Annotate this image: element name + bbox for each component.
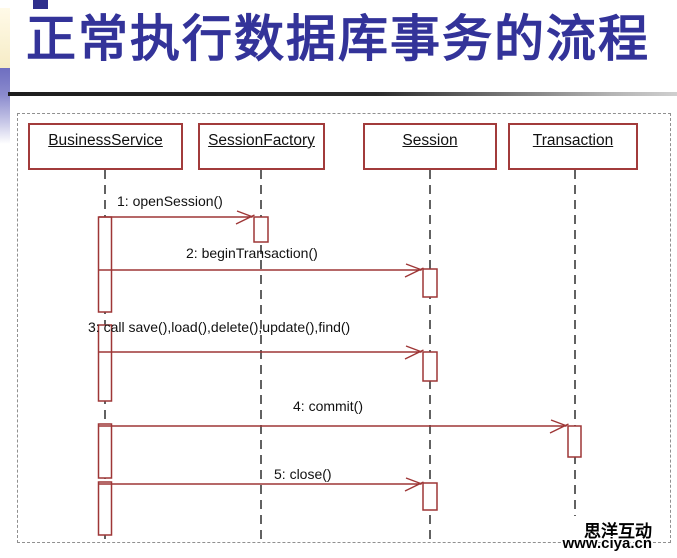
corner-accent-rect [33, 0, 48, 9]
watermark-url: www.ciya.cn [562, 535, 652, 552]
message-label-commit: 4: commit() [293, 398, 363, 414]
activation-session-1 [422, 268, 438, 298]
activation-sessionfactory [253, 216, 269, 243]
left-accent-bar-cream [0, 8, 10, 68]
arrow-commit [99, 419, 569, 434]
arrow-beginTransaction [98, 263, 424, 278]
activation-businessservice-4 [97, 481, 113, 536]
arrow-openSession [99, 210, 255, 225]
activation-session-2 [422, 351, 438, 382]
message-label-beginTransaction: 2: beginTransaction() [186, 245, 318, 261]
activation-businessservice-1 [97, 216, 113, 313]
arrow-close [98, 477, 424, 492]
message-label-close: 5: close() [274, 466, 332, 482]
lifeline-header-sessionfactory: SessionFactory [198, 123, 325, 170]
lifeline-header-transaction: Transaction [508, 123, 638, 170]
lifeline-header-businessservice: BusinessService [28, 123, 183, 170]
left-accent-bar-blue [0, 68, 10, 144]
lifeline-label: BusinessService [48, 132, 163, 149]
lifeline-label: Session [402, 132, 458, 149]
lifeline-label: SessionFactory [208, 132, 315, 149]
activation-transaction [567, 425, 582, 458]
activation-session-3 [422, 482, 438, 511]
message-label-callMethods: 3: call save(),load(),delete(),update(),… [88, 319, 351, 335]
lifeline-header-session: Session [363, 123, 497, 170]
sequence-diagram-frame [17, 113, 671, 543]
arrow-callMethods [99, 345, 424, 360]
title-divider [8, 92, 677, 96]
lifeline-label: Transaction [532, 132, 614, 149]
watermark-name: 思洋互动 [584, 522, 652, 541]
page-title: 正常执行数据库事务的流程 [26, 11, 650, 67]
activation-businessservice-2 [97, 324, 113, 402]
message-label-openSession: 1: openSession() [117, 193, 223, 209]
activation-businessservice-3 [97, 423, 113, 479]
